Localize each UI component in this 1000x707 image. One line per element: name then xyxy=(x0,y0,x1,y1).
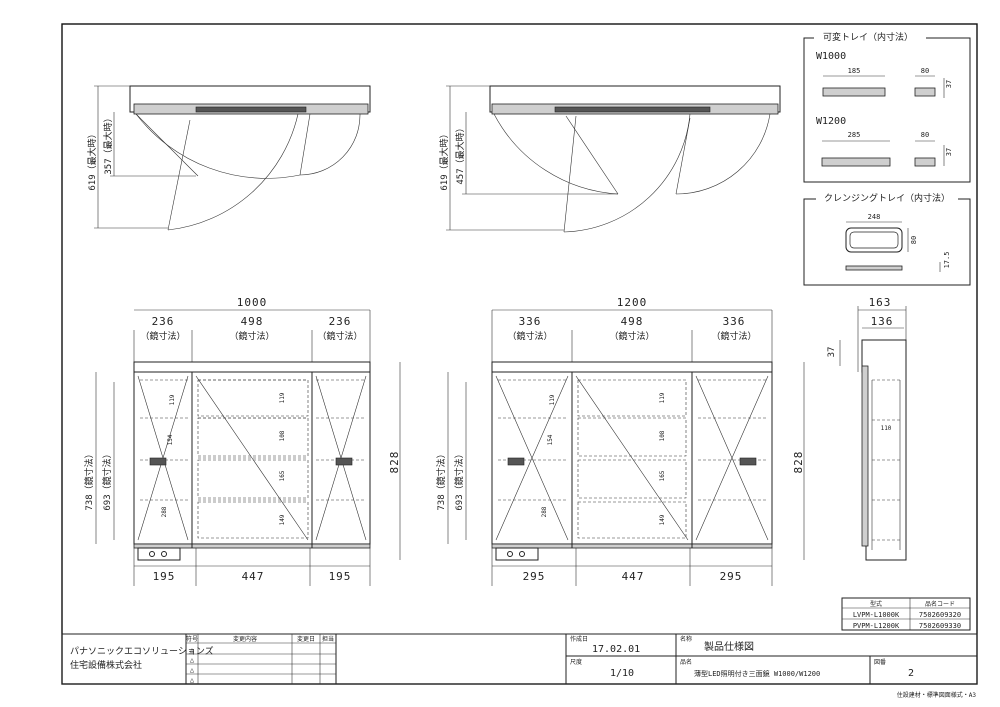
dim-bottom-right-w1000: 195 xyxy=(329,570,352,583)
shelf-dim-7-w1000: 288 xyxy=(161,506,168,517)
dim-side-shelf-depth: 110 xyxy=(881,425,892,432)
dim-side-total-depth: 163 xyxy=(869,296,892,309)
model-row-2-code: 7502609330 xyxy=(919,622,961,630)
shelf-dim-3-w1200: 108 xyxy=(659,430,666,441)
change-header: 変更内容 xyxy=(233,635,257,643)
model-row-2-model: PVPM-L1200K xyxy=(853,622,900,630)
rev-mark-4: △ xyxy=(190,676,195,684)
side-view: 163 136 37 110 xyxy=(827,296,907,561)
rev-header: 符号 xyxy=(186,635,198,643)
shelf-dim-3-w1000: 108 xyxy=(279,430,286,441)
name-label: 名称 xyxy=(680,635,692,643)
top-view-w1000: 619（最大時） 357（最大時） xyxy=(86,85,371,231)
created-date: 17.02.01 xyxy=(592,644,640,655)
shelf-dim-6-w1200: 154 xyxy=(547,434,554,445)
front-view-w1200: 1200 336 498 336 （鏡寸法） （鏡寸法） （鏡寸法） 738（鏡… xyxy=(435,296,805,586)
dim-bottom-left-w1200: 295 xyxy=(523,570,546,583)
dim-height-inner-w1000: 693（鏡寸法） xyxy=(101,449,113,510)
dim-height-outer-w1200: 738（鏡寸法） xyxy=(435,449,447,510)
drawing-number: 2 xyxy=(908,668,914,679)
dim-total-width-w1000: 1000 xyxy=(237,296,268,309)
dim-bottom-center-w1200: 447 xyxy=(622,570,645,583)
shelf-dim-1-w1200: 119 xyxy=(549,394,556,405)
shelf-dim-5-w1200: 149 xyxy=(659,514,666,525)
variable-tray-w1000-height: 37 xyxy=(945,80,953,88)
model-row-1-code: 7502609320 xyxy=(919,611,961,619)
shelf-dim-7-w1200: 288 xyxy=(541,506,548,517)
model-table: 型式 品名コード LVPM-L1000K 7502609320 PVPM-L12… xyxy=(841,597,971,631)
mirror-label-left-w1000: （鏡寸法） xyxy=(140,330,185,342)
dim-door-depth-w1000: 357（最大時） xyxy=(102,113,114,174)
check-header: 担当 xyxy=(322,635,334,643)
variable-tray-w1000-label: W1000 xyxy=(816,51,846,62)
date-header: 変更日 xyxy=(297,635,315,643)
dim-bottom-center-w1000: 447 xyxy=(242,570,265,583)
number-label: 図番 xyxy=(874,659,886,666)
dim-left-width-w1000: 236 xyxy=(152,315,175,328)
dim-right-width-w1000: 236 xyxy=(329,315,352,328)
shelf-dim-4-w1200: 165 xyxy=(659,470,666,481)
variable-tray-w1200-height: 37 xyxy=(945,148,953,156)
mirror-label-right-w1200: （鏡寸法） xyxy=(711,330,756,342)
product-name: 薄型LED照明付き三面鏡 W1000/W1200 xyxy=(694,669,820,678)
variable-tray-w1000-width: 185 xyxy=(848,67,861,75)
cleansing-tray-width: 248 xyxy=(868,213,881,221)
company-name: パナソニックエコソリューションズ xyxy=(70,645,214,657)
shelf-dim-2-w1200: 119 xyxy=(659,392,666,403)
cleansing-tray-title: クレンジングトレイ（内寸法） xyxy=(824,192,950,204)
shelf-dim-1-w1000: 119 xyxy=(169,394,176,405)
footer-note: 住設建材・標準図面様式・A3 xyxy=(897,691,977,699)
shelf-dim-5-w1000: 149 xyxy=(279,514,286,525)
shelf-dim-4-w1000: 165 xyxy=(279,470,286,481)
dim-bottom-right-w1200: 295 xyxy=(720,570,743,583)
model-table-header-code: 品名コード xyxy=(925,600,955,608)
created-label: 作成日 xyxy=(570,635,588,643)
dim-side-body-depth: 136 xyxy=(871,315,894,328)
dim-height-outer-w1000: 738（鏡寸法） xyxy=(83,449,95,510)
variable-tray-w1200-depth: 80 xyxy=(921,131,929,139)
dim-door-depth-w1200: 457（最大時） xyxy=(454,123,466,184)
dim-total-width-w1200: 1200 xyxy=(617,296,648,309)
dim-height-inner-w1200: 693（鏡寸法） xyxy=(453,449,465,510)
dim-height-total-w1200: 828 xyxy=(792,451,805,474)
model-row-1-model: LVPM-L1000K xyxy=(853,611,900,619)
dim-center-width-w1200: 498 xyxy=(621,315,644,328)
title-block: パナソニックエコソリューションズ 住宅設備株式会社 符号 変更内容 変更日 担当… xyxy=(61,633,978,685)
cleansing-tray-depth: 80 xyxy=(910,236,918,244)
cleansing-tray-height: 17.5 xyxy=(943,252,951,269)
mirror-label-left-w1200: （鏡寸法） xyxy=(507,330,552,342)
dim-right-width-w1200: 336 xyxy=(723,315,746,328)
shelf-dim-6-w1000: 154 xyxy=(167,434,174,445)
dim-bottom-left-w1000: 195 xyxy=(153,570,176,583)
mirror-label-center-w1200: （鏡寸法） xyxy=(609,330,654,342)
rev-mark-2: △ xyxy=(190,656,195,664)
division-name: 住宅設備株式会社 xyxy=(70,659,142,671)
dim-total-depth-w1000: 619（最大時） xyxy=(86,129,98,190)
drawing-name: 製品仕様図 xyxy=(704,640,754,653)
dim-side-top-offset: 37 xyxy=(827,347,837,358)
variable-tray-w1200-label: W1200 xyxy=(816,116,846,127)
cleansing-tray-panel: クレンジングトレイ（内寸法） 248 80 17.5 xyxy=(803,192,971,286)
variable-tray-w1000-depth: 80 xyxy=(921,67,929,75)
variable-tray-w1200-width: 285 xyxy=(848,131,861,139)
scale-value: 1/10 xyxy=(610,668,634,679)
dim-height-total-w1000: 828 xyxy=(388,451,401,474)
shelf-dim-2-w1000: 119 xyxy=(279,392,286,403)
product-label: 品名 xyxy=(680,658,692,666)
model-table-header-model: 型式 xyxy=(870,600,882,608)
variable-tray-title: 可変トレイ（内寸法） xyxy=(823,31,913,43)
dim-center-width-w1000: 498 xyxy=(241,315,264,328)
rev-mark-3: △ xyxy=(190,666,195,674)
scale-label: 尺度 xyxy=(570,658,582,666)
dim-total-depth-w1200: 619（最大時） xyxy=(438,129,450,190)
top-view-w1200: 619（最大時） 457（最大時） xyxy=(438,85,781,233)
rev-mark-1: △ xyxy=(190,646,195,654)
dim-left-width-w1200: 336 xyxy=(519,315,542,328)
mirror-label-right-w1000: （鏡寸法） xyxy=(317,330,362,342)
mirror-label-center-w1000: （鏡寸法） xyxy=(229,330,274,342)
front-view-w1000: 1000 236 498 236 （鏡寸法） （鏡寸法） （鏡寸法） 73 xyxy=(83,296,401,586)
variable-tray-panel: 可変トレイ（内寸法） W1000 185 80 37 W1200 285 80 … xyxy=(803,31,971,183)
